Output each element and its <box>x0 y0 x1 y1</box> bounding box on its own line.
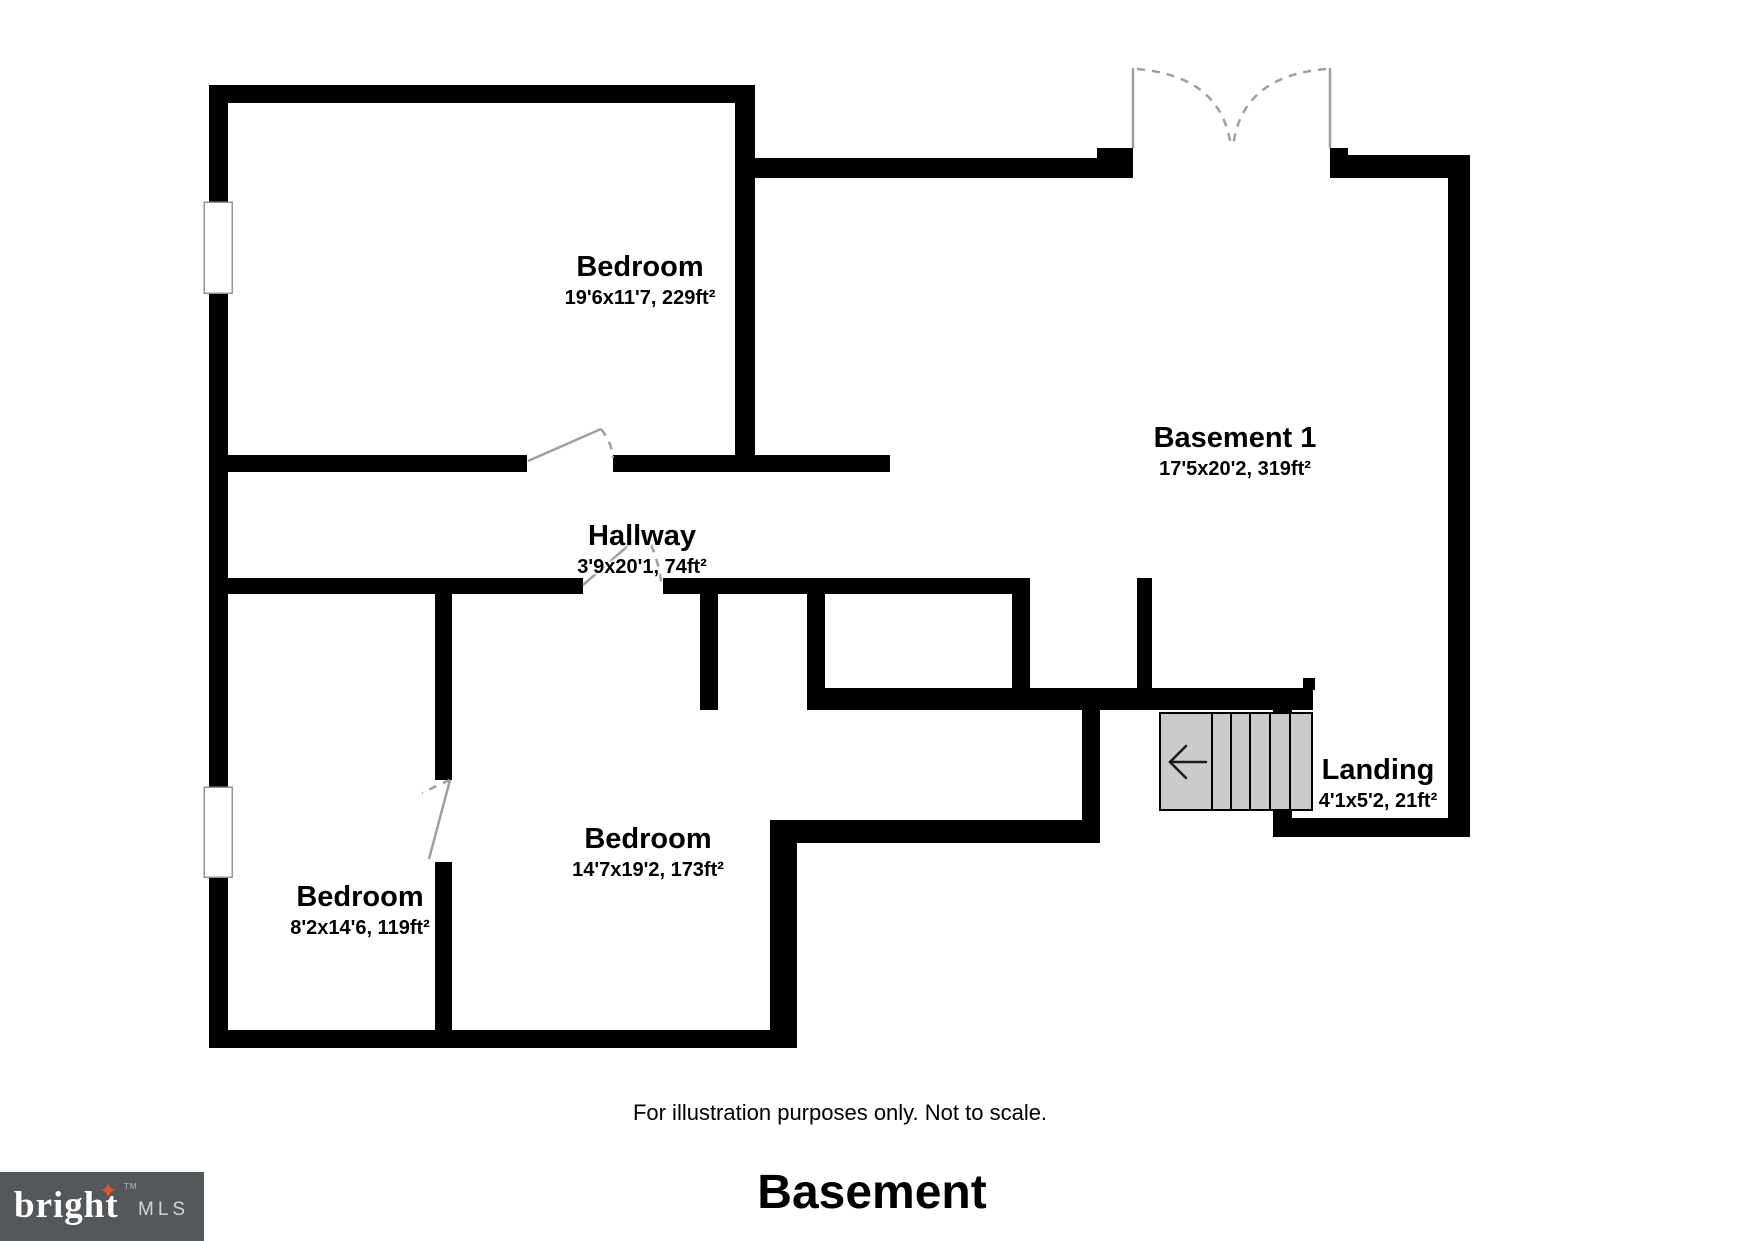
logo-trademark: TM <box>124 1182 138 1191</box>
wall-segment <box>700 594 718 710</box>
wall-segment <box>209 455 527 472</box>
brightmls-logo: bright ✦ TM MLS <box>0 1172 204 1241</box>
wall-segment <box>770 820 1100 843</box>
wall-segment <box>770 820 797 1048</box>
stairs-direction-arrow-icon <box>1168 744 1208 780</box>
room-label-basement-1: Basement 1 17'5x20'2, 319ft² <box>1154 422 1317 481</box>
double-door <box>1131 67 1332 148</box>
wall-segment <box>435 594 452 780</box>
room-dimensions: 8'2x14'6, 119ft² <box>290 917 430 939</box>
room-dimensions: 3'9x20'1, 74ft² <box>577 556 707 578</box>
wall-segment <box>613 455 890 472</box>
room-dimensions: 14'7x19'2, 173ft² <box>572 859 724 881</box>
wall-segment <box>209 578 583 594</box>
window <box>203 201 233 294</box>
room-dimensions: 17'5x20'2, 319ft² <box>1159 458 1311 480</box>
wall-segment <box>1012 594 1030 694</box>
room-name: Landing <box>1321 754 1435 786</box>
room-label-bedroom-middle: Bedroom 14'7x19'2, 173ft² <box>572 823 724 882</box>
doors <box>421 67 1332 860</box>
wall-segment <box>209 877 228 1048</box>
room-name: Bedroom <box>296 881 424 913</box>
wall-segment <box>755 158 1117 178</box>
room-label-bedroom-left: Bedroom 8'2x14'6, 119ft² <box>290 881 430 940</box>
walls <box>209 85 1470 1048</box>
wall-segment <box>209 1030 797 1048</box>
wall-segment <box>1097 148 1133 178</box>
room-label-landing: Landing 4'1x5'2, 21ft² <box>1319 754 1437 813</box>
room-name: Bedroom <box>584 823 712 855</box>
room-label-hallway: Hallway 3'9x20'1, 74ft² <box>577 520 707 579</box>
wall-segment <box>807 594 825 694</box>
wall-segment <box>807 688 1313 710</box>
wall-segment <box>1137 578 1152 690</box>
door-swing <box>527 427 615 463</box>
door-swing <box>582 530 663 586</box>
wall-segment <box>1273 818 1470 837</box>
wall-segment <box>663 578 1030 594</box>
room-name: Bedroom <box>576 251 704 283</box>
logo-brand-text: bright <box>14 1185 119 1226</box>
wall-segment <box>209 293 228 787</box>
window <box>203 786 233 878</box>
room-name: Basement 1 <box>1153 422 1317 454</box>
wall-segment <box>735 85 755 472</box>
logo-star-icon: ✦ <box>99 1178 118 1203</box>
stairs <box>1159 712 1313 811</box>
door-swing <box>421 778 452 860</box>
wall-segment <box>1448 155 1470 837</box>
room-label-bedroom-top: Bedroom 19'6x11'7, 229ft² <box>565 251 716 310</box>
wall-segment <box>209 85 755 103</box>
windows <box>203 201 233 878</box>
wall-segment <box>209 85 228 202</box>
room-dimensions: 19'6x11'7, 229ft² <box>564 287 716 309</box>
logo-suffix-text: MLS <box>138 1199 190 1220</box>
room-dimensions: 4'1x5'2, 21ft² <box>1318 790 1438 812</box>
room-name: Hallway <box>588 520 696 552</box>
stairs-treads <box>1211 713 1291 810</box>
disclaimer-text: For illustration purposes only. Not to s… <box>632 1100 1048 1125</box>
wall-segment <box>1082 707 1100 843</box>
floor-title: Basement <box>757 1166 987 1219</box>
wall-segment <box>435 862 452 1030</box>
wall-segment <box>1303 678 1315 690</box>
wall-segment <box>1330 155 1470 178</box>
